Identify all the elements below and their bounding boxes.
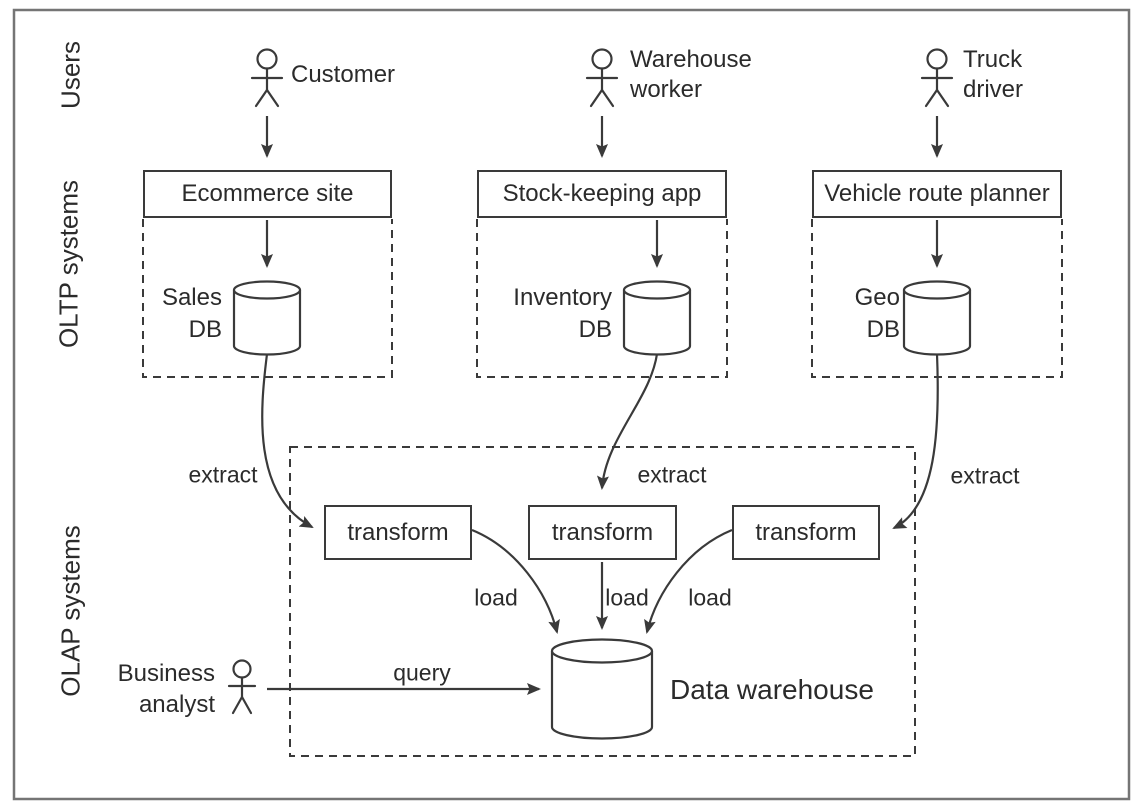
warehouse-worker-label: Warehouse worker: [630, 45, 752, 105]
load-label-3: load: [688, 584, 732, 611]
truck-driver-label: Truck driver: [963, 45, 1023, 105]
extract-label-3: extract: [950, 462, 1020, 489]
business-analyst-stick-figure-icon: [227, 659, 257, 715]
load-label-1: load: [474, 584, 518, 611]
geo-db-label-line2: DB: [866, 316, 900, 343]
transform-box-3: transform: [732, 505, 880, 560]
extract-arrow-sales: [261, 353, 314, 528]
data-warehouse-label: Data warehouse: [670, 674, 874, 705]
inventory-db-label: Inventory DB: [513, 282, 612, 346]
geo-db-cylinder-icon: [902, 280, 972, 356]
sales-db-label: Sales DB: [162, 282, 222, 346]
customer-label: Customer: [291, 61, 396, 88]
truck-driver-label-line2: driver: [963, 76, 1024, 103]
inventory-db-label-line1: Inventory: [513, 284, 612, 311]
extract-arrow-inventory: [596, 353, 659, 490]
row-label-oltp-systems: OLTP systems: [53, 179, 84, 349]
business-analyst-label-line2: analyst: [138, 691, 215, 718]
sales-db-label-line2: DB: [188, 316, 222, 343]
transform-box-2: transform: [528, 505, 677, 560]
query-label: query: [393, 659, 451, 686]
inventory-db-cylinder-icon: [622, 280, 692, 356]
oltp-boundary-sales: [142, 219, 393, 378]
sales-db-cylinder-icon: [232, 280, 302, 356]
business-analyst-label: Business analyst: [118, 658, 215, 720]
vehicle-route-planner-box: Vehicle route planner: [812, 170, 1062, 218]
sales-db-label-line1: Sales: [161, 284, 222, 311]
transform-box-1: transform: [324, 505, 472, 560]
row-label-users: Users: [55, 41, 86, 109]
extract-arrow-geo: [892, 353, 939, 529]
warehouse-worker-label-line1: Warehouse: [630, 46, 752, 73]
extract-label-1: extract: [188, 461, 258, 488]
row-label-olap-systems: OLAP systems: [55, 525, 86, 697]
olap-boundary: [289, 446, 916, 757]
data-warehouse-cylinder-icon: [550, 638, 654, 740]
figure-border: [12, 8, 1131, 801]
oltp-boundary-inventory: [476, 219, 728, 378]
inventory-db-label-line2: DB: [578, 316, 612, 343]
load-arrow-1: [471, 528, 560, 634]
business-analyst-label-line1: Business: [117, 660, 215, 687]
warehouse-worker-label-line2: worker: [630, 76, 703, 103]
customer-stick-figure-icon: [250, 48, 284, 108]
warehouse-worker-stick-figure-icon: [585, 48, 619, 108]
truck-driver-label-line1: Truck: [963, 46, 1023, 73]
load-label-2: load: [605, 584, 649, 611]
truck-driver-stick-figure-icon: [920, 48, 954, 108]
load-arrow-3: [644, 528, 733, 634]
ecommerce-site-box: Ecommerce site: [143, 170, 392, 218]
stock-keeping-app-box: Stock-keeping app: [477, 170, 727, 218]
geo-db-label-line1: Geo: [854, 284, 900, 311]
geo-db-label: Geo DB: [855, 282, 900, 346]
extract-label-2: extract: [637, 461, 707, 488]
